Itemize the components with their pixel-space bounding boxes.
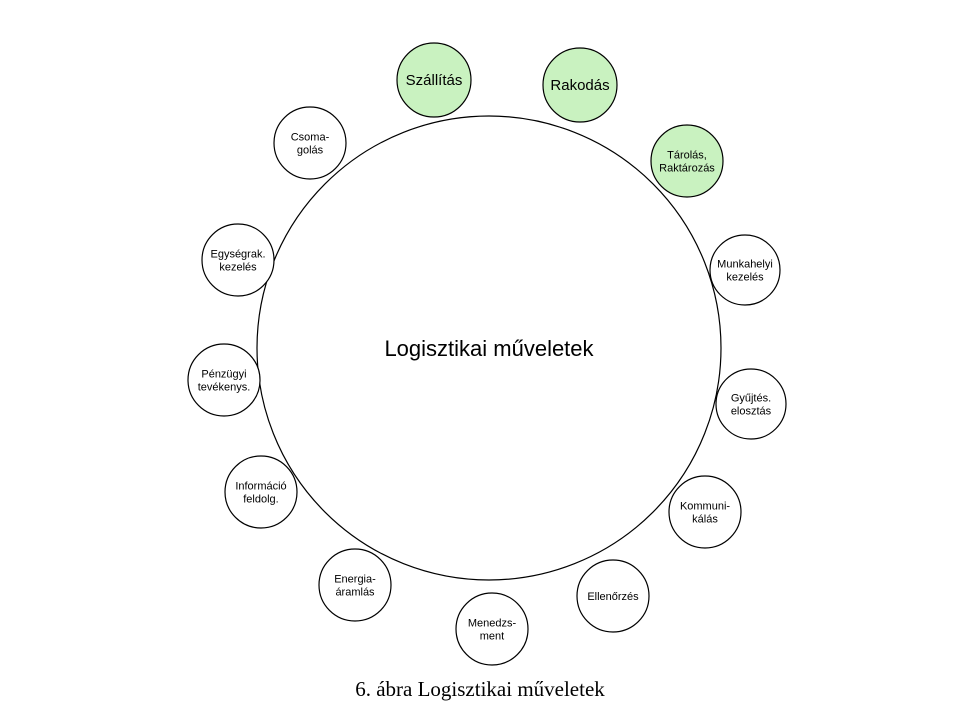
node-label-kommunikalas-1: kálás (692, 514, 718, 526)
node-circle-kommunikalas (668, 475, 742, 549)
node-circle-informacio (224, 455, 298, 529)
node-gyujtes: Gyűjtés.elosztás (715, 368, 787, 440)
node-csomagolas: Csoma-golás (273, 106, 347, 180)
node-label-egysegrak-1: kezelés (219, 262, 257, 274)
node-label-informacio-1: feldolg. (243, 494, 278, 506)
node-label-munkahelyi-0: Munkahelyi (717, 259, 773, 271)
node-circle-energia (318, 548, 392, 622)
node-label-egysegrak-0: Egységrak. (210, 249, 265, 261)
node-label-penzugyi-1: tevékenys. (198, 382, 251, 394)
node-label-kommunikalas-0: Kommuni- (680, 501, 730, 513)
node-label-ellenorzes-0: Ellenőrzés (587, 591, 639, 603)
node-circle-ellenorzes (576, 559, 650, 633)
node-label-informacio-0: Információ (235, 481, 286, 493)
node-label-tarolas-1: Raktározás (659, 163, 715, 175)
node-menedzsment: Menedzs-ment (455, 592, 529, 666)
node-label-menedzsment-0: Menedzs- (468, 618, 517, 630)
node-circle-menedzsment (455, 592, 529, 666)
node-label-munkahelyi-1: kezelés (726, 272, 764, 284)
center-label: Logisztikai műveletek (384, 336, 594, 361)
node-circle-munkahelyi (709, 234, 781, 306)
node-circle-szallitas (396, 42, 472, 118)
node-label-csomagolas-0: Csoma- (291, 132, 330, 144)
node-circle-gyujtes (715, 368, 787, 440)
node-szallitas: Szállítás (396, 42, 472, 118)
satellite-nodes: Szállítás RakodásTárolás,RaktározásMunkah… (187, 42, 787, 666)
node-kommunikalas: Kommuni-kálás (668, 475, 742, 549)
node-label-energia-1: áramlás (335, 587, 375, 599)
node-label-gyujtes-0: Gyűjtés. (731, 393, 771, 405)
node-ellenorzes: Ellenőrzés (576, 559, 650, 633)
node-label-penzugyi-0: Pénzügyi (201, 369, 246, 381)
node-energia: Energia-áramlás (318, 548, 392, 622)
node-label-rakodas-0: Rakodás (550, 77, 609, 94)
figure-caption: 6. ábra Logisztikai műveletek (355, 677, 605, 701)
node-circle-rakodas (542, 47, 618, 123)
node-label-menedzsment-1: ment (480, 631, 504, 643)
node-label-tarolas-0: Tárolás, (667, 150, 707, 162)
node-egysegrak: Egységrak.kezelés (201, 223, 275, 297)
node-circle-csomagolas (273, 106, 347, 180)
node-circle-tarolas (650, 124, 724, 198)
node-circle-penzugyi (187, 343, 261, 417)
node-rakodas: Rakodás (542, 47, 618, 123)
node-circle-egysegrak (201, 223, 275, 297)
central-circle (256, 115, 722, 581)
node-label-gyujtes-1: elosztás (731, 406, 772, 418)
node-label-energia-0: Energia- (334, 574, 376, 586)
node-label-csomagolas-1: golás (297, 145, 324, 157)
node-label-szallitas-0: Szállítás (406, 72, 463, 89)
node-tarolas: Tárolás,Raktározás (650, 124, 724, 198)
